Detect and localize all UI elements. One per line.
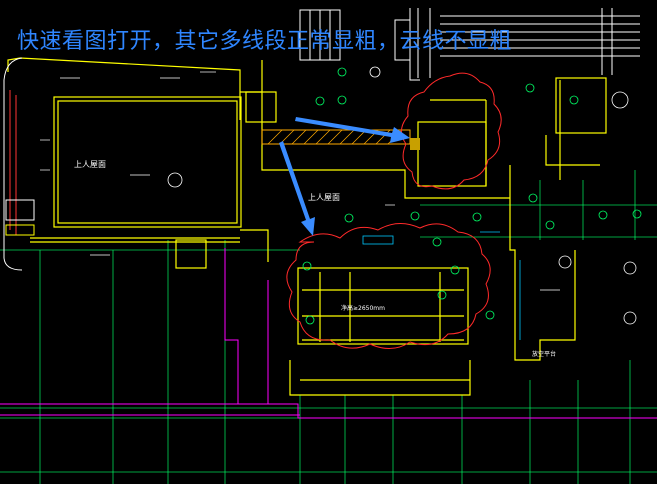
revision-cloud-top xyxy=(401,72,502,190)
grid-lines-vertical xyxy=(39,170,636,484)
detail-dashes xyxy=(40,71,560,291)
label-clear-height: 净高≥2650mm xyxy=(341,305,385,312)
left-edge-structure xyxy=(3,57,35,271)
annotation-title: 快速看图打开，其它多线段正常显粗，云线不显粗 xyxy=(17,29,513,54)
revision-cloud-bottom xyxy=(286,223,491,349)
axis-markers xyxy=(167,66,637,325)
sprinkler-symbols xyxy=(302,67,642,325)
label-roof-center: 上人屋面 xyxy=(308,193,340,202)
cyan-elements xyxy=(362,231,521,340)
top-structures xyxy=(299,8,640,81)
label-roof-left: 上人屋面 xyxy=(74,160,106,169)
label-note-right: 放空平台 xyxy=(532,351,557,358)
magenta-lines xyxy=(0,248,657,419)
annotation-arrows xyxy=(279,117,410,236)
